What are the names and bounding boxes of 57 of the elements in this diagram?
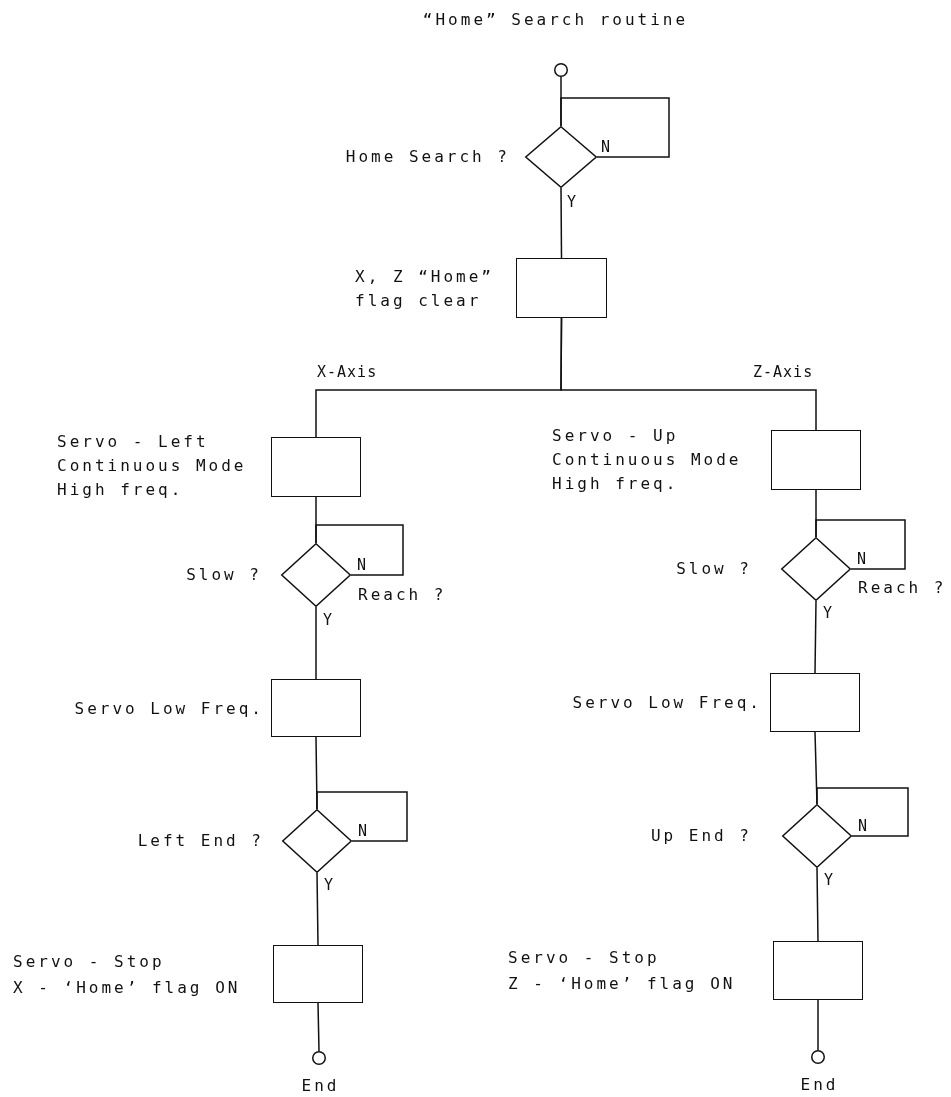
step-label: Up End ?: [650, 825, 752, 847]
step-label: Left End ?: [137, 830, 264, 852]
loop-connector: [816, 787, 909, 837]
step-label: Servo - Stop: [508, 947, 661, 969]
loop-connector: [316, 791, 408, 842]
edge-label: Y: [323, 877, 336, 893]
step-label: Servo - Left Continuous Mode High freq.: [57, 431, 248, 501]
step-label: Servo - Up Continuous Mode High freq.: [552, 425, 743, 495]
step-label: Servo Low Freq.: [572, 692, 762, 714]
step-label: Reach ?: [858, 577, 948, 599]
step-label: X, Z “Home” flag clear: [355, 266, 495, 312]
loop-connector: [815, 519, 906, 570]
process-box: [773, 941, 863, 1000]
terminal-circle: [554, 63, 568, 77]
edge-label: Y: [322, 612, 335, 628]
decision-diamond: [282, 809, 352, 873]
edge-label: Y: [566, 194, 579, 210]
step-label: Slow ?: [186, 564, 262, 586]
edge-label: N: [857, 818, 870, 834]
edge-label: N: [356, 557, 369, 573]
connector-line: [316, 872, 319, 946]
process-box: [516, 258, 607, 318]
edge-label: Y: [823, 872, 836, 888]
decision-diamond: [781, 537, 851, 601]
edge-label: N: [600, 139, 613, 155]
step-label: End: [799, 1074, 840, 1096]
terminal-circle: [312, 1051, 326, 1065]
decision-diamond: [782, 804, 852, 868]
connector-line: [817, 999, 819, 1051]
connector-line: [560, 317, 817, 431]
loop-connector: [560, 97, 670, 158]
step-label: Reach ?: [358, 584, 448, 606]
process-box: [771, 430, 861, 490]
step-label: Servo Low Freq.: [74, 698, 264, 720]
connector-line: [317, 1002, 320, 1052]
edge-label: N: [856, 551, 869, 567]
decision-diamond: [281, 543, 351, 607]
step-label: Slow ?: [676, 558, 752, 580]
step-label: X - ‘Home’ flag ON: [13, 977, 242, 999]
process-box: [271, 437, 361, 497]
connector-line: [560, 187, 563, 259]
loop-connector: [315, 524, 404, 576]
step-label: Home Search ?: [345, 146, 510, 168]
edge-label: N: [357, 823, 370, 839]
process-box: [271, 679, 361, 737]
process-box: [770, 673, 860, 732]
step-label: End: [300, 1075, 341, 1097]
diagram-title: “Home” Search routine: [421, 9, 690, 31]
step-label: Servo - Stop: [13, 951, 166, 973]
connector-line: [816, 867, 819, 942]
edge-label: Y: [822, 605, 835, 621]
decision-diamond: [525, 126, 597, 188]
terminal-circle: [811, 1050, 825, 1064]
connector-line: [814, 600, 817, 674]
connector-line: [315, 606, 317, 680]
step-label: Z - ‘Home’ flag ON: [508, 973, 737, 995]
process-box: [273, 945, 363, 1003]
